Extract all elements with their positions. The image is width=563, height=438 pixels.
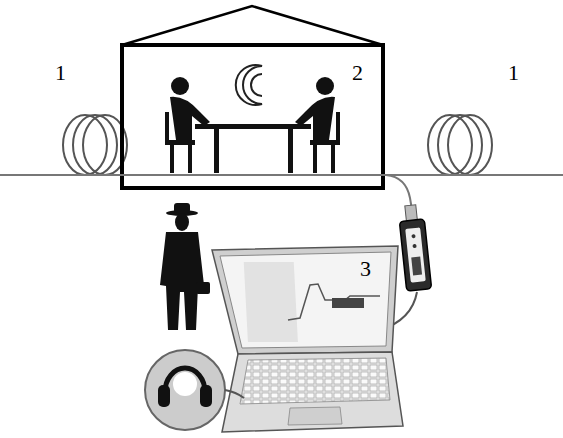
audio-cable bbox=[225, 390, 244, 398]
callout-number: 1 bbox=[508, 62, 519, 84]
speech-symbol bbox=[236, 65, 262, 105]
callout-number: 1 bbox=[55, 62, 66, 84]
house-roof bbox=[122, 6, 383, 45]
fiber-coil bbox=[63, 115, 127, 175]
house-wall bbox=[122, 45, 383, 188]
spy-figure bbox=[160, 203, 210, 330]
fiber-line bbox=[0, 174, 563, 176]
fiber-coil bbox=[428, 115, 492, 175]
laptop bbox=[212, 246, 403, 432]
headphones-icon bbox=[145, 350, 225, 430]
tap-device bbox=[398, 204, 432, 291]
callout-number: 3 bbox=[360, 258, 371, 280]
callout-number: 2 bbox=[352, 62, 363, 84]
